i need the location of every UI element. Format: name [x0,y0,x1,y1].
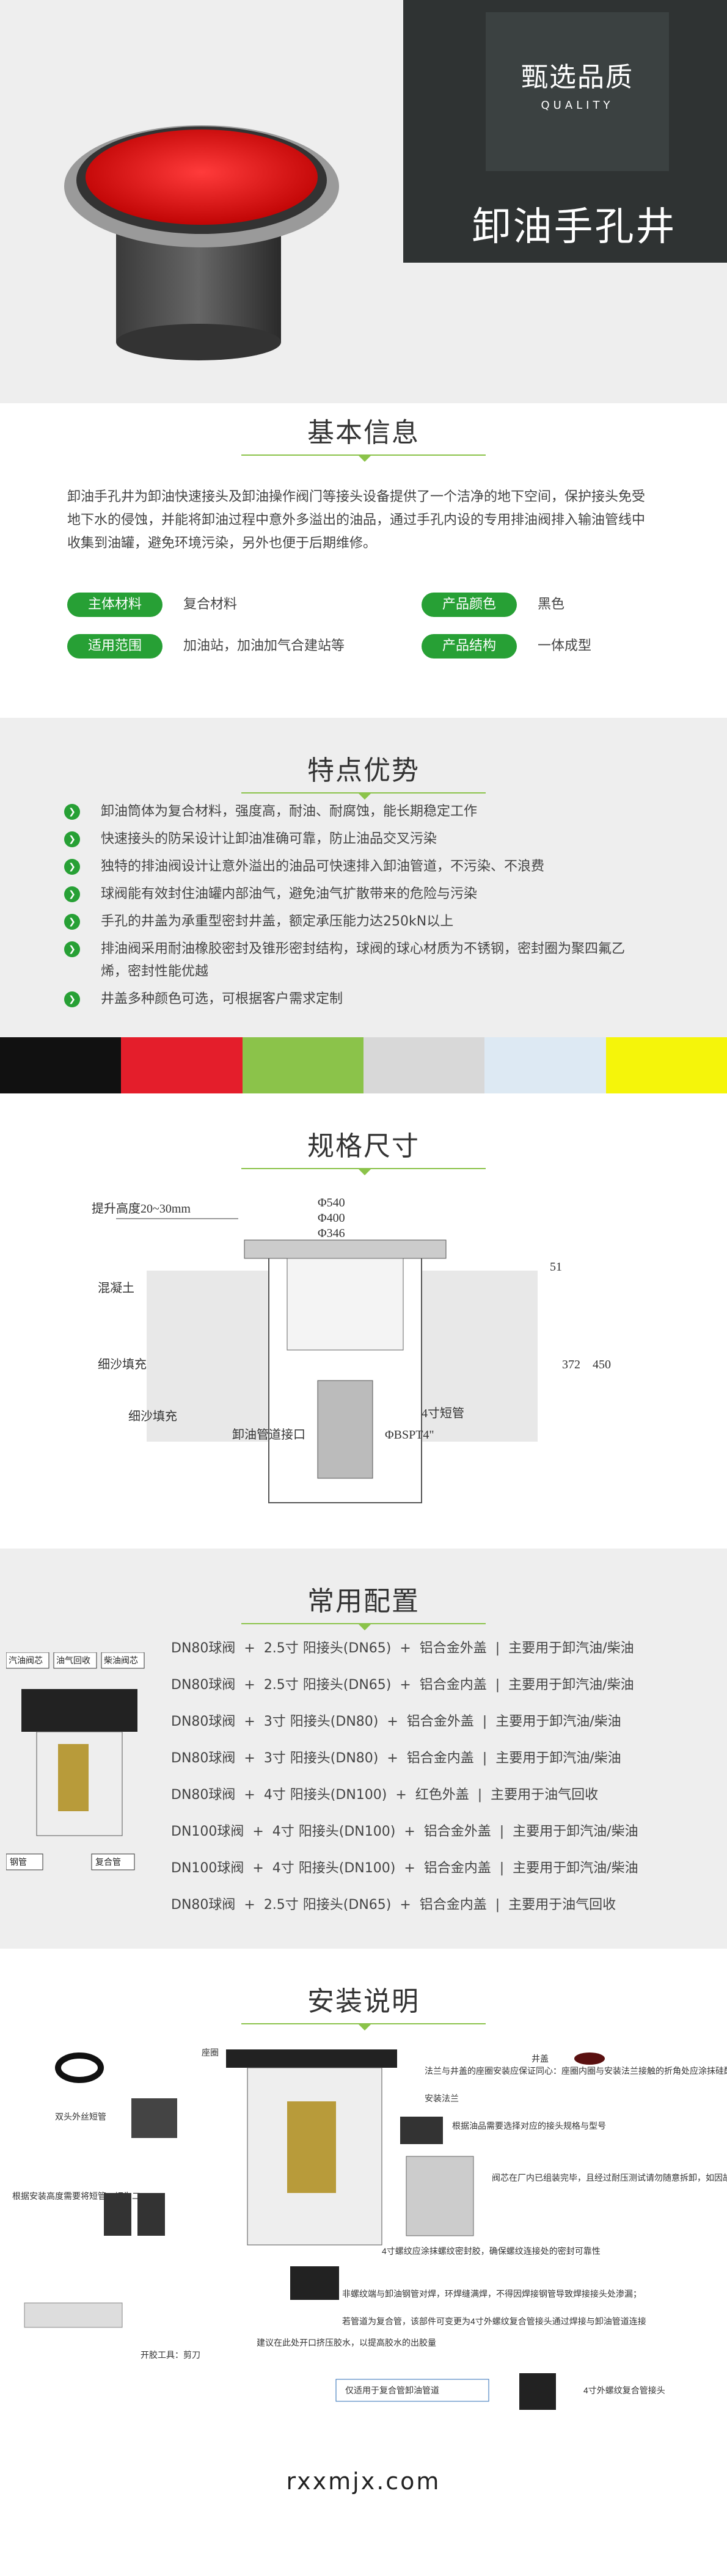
color-swatch [363,1037,485,1093]
tag-scope-value: 加油站，加油加气合建站等 [183,638,345,654]
list-item: ❯手孔的井盖为承重型密封井盖，额定承压能力达250kN以上 [64,910,645,933]
list-item: ❯排油阀采用耐油橡胶密封及锥形密封结构，球阀的球心材质为不锈钢，密封圈为聚四氟乙… [64,938,645,983]
svg-text:油气回收: 油气回收 [56,1655,90,1665]
svg-text:钢管: 钢管 [10,1857,27,1867]
chevron-right-icon: ❯ [64,831,80,847]
svg-text:根据油品需要选择对应的接头规格与型号: 根据油品需要选择对应的接头规格与型号 [452,2121,606,2131]
thread-label: ΦBSPT4" [385,1428,434,1442]
list-item: ❯井盖多种颜色可选，可根据客户需求定制 [64,988,645,1010]
tag-material-value: 复合材料 [183,597,238,612]
table-row: DN100球阀 + 4寸 阳接头(DN100) + 铝合金内盖 | 主要用于卸汽… [171,1861,638,1876]
table-row: DN80球阀 + 3寸 阳接头(DN80) + 铝合金外盖 | 主要用于卸汽油/… [171,1714,621,1729]
dim450-label: 450 [593,1358,611,1371]
basic-info-title: 基本信息 [307,417,420,448]
dim51-label: 51 [550,1260,562,1274]
table-row: DN80球阀 + 4寸 阳接头(DN100) + 红色外盖 | 主要用于油气回收 [171,1787,599,1803]
features-section: 特点优势 ❯卸油筒体为复合材料，强度高，耐油、耐腐蚀，能长期稳定工作 ❯快速接头… [0,718,727,1093]
list-item: ❯卸油筒体为复合材料，强度高，耐油、耐腐蚀，能长期稳定工作 [64,800,645,823]
d400-label: Φ400 [318,1211,345,1225]
svg-text:开胶工具：剪刀: 开胶工具：剪刀 [141,2350,200,2360]
tag-color-value: 黑色 [538,597,565,612]
spec-title: 规格尺寸 [307,1131,420,1162]
quality-badge: 甄选品质 QUALITY [486,12,669,171]
interface-label: 卸油管道接口 [232,1428,305,1442]
svg-text:阀芯在厂内已组装完毕，且经过耐压测试请勿随意拆卸，如因故确实: 阀芯在厂内已组装完毕，且经过耐压测试请勿随意拆卸，如因故确实需要拆卸，请在拆装过… [492,2173,727,2183]
install-title: 安装说明 [307,1986,420,2017]
color-swatch [121,1037,243,1093]
color-swatches [0,1037,727,1093]
svg-text:根据安装高度需要将短管一切为二: 根据安装高度需要将短管一切为二 [12,2191,141,2201]
intro-text: 卸油手孔井为卸油快速接头及卸油操作阀门等接头设备提供了一个洁净的地下空间，保护接… [67,489,646,551]
spec-diagram: 提升高度20~30mm Φ540 Φ400 Φ346 51 372 450 混凝… [92,1196,611,1503]
svg-text:复合管: 复合管 [95,1857,121,1867]
svg-text:4寸外螺纹复合管接头: 4寸外螺纹复合管接头 [583,2385,665,2395]
install-diagram: 双头外丝短管 根据安装高度需要将短管一切为二 开胶工具：剪刀 座圈 井盖 法兰与… [12,2048,727,2410]
color-swatch [0,1037,122,1093]
tag-material: 主体材料 [67,593,163,617]
svg-text:若管道为复合管，该部件可变更为4寸外螺纹复合管接头通过焊接与: 若管道为复合管，该部件可变更为4寸外螺纹复合管接头通过焊接与卸油管道连接 [342,2316,646,2326]
color-swatch [605,1037,727,1093]
tag-scope: 适用范围 [67,634,163,659]
watermark: rxxmjx.com [286,2468,441,2495]
svg-text:4寸螺纹应涂抹螺纹密封胶，确保螺纹连接处的密封可靠性: 4寸螺纹应涂抹螺纹密封胶，确保螺纹连接处的密封可靠性 [382,2246,601,2256]
list-item: ❯快速接头的防呆设计让卸油准确可靠，防止油品交叉污染 [64,828,645,850]
install-section: 安装说明 双头外丝短管 根据安装高度需要将短管一切为二 开胶工具：剪刀 座圈 井… [0,1949,727,2505]
color-swatch [242,1037,364,1093]
svg-text:建议在此处开口挤压胶水，以提高胶水的出胶量: 建议在此处开口挤压胶水，以提高胶水的出胶量 [257,2338,436,2348]
table-row: DN80球阀 + 2.5寸 阳接头(DN65) + 铝合金外盖 | 主要用于卸汽… [171,1641,634,1656]
list-item: ❯独特的排油阀设计让意外溢出的油品可快速排入卸油管道，不污染、不浪费 [64,855,645,878]
svg-text:法兰与井盖的座圈安装应保证同心：座圈内圈与安装法兰接触的折角: 法兰与井盖的座圈安装应保证同心：座圈内圈与安装法兰接触的折角处应涂抹硅酮结构胶； [425,2066,727,2076]
table-row: DN80球阀 + 2.5寸 阳接头(DN65) + 铝合金内盖 | 主要用于卸汽… [171,1677,634,1693]
short-pipe-label: 4寸短管 [422,1406,464,1420]
basic-info-section: 基本信息 卸油手孔井为卸油快速接头及卸油操作阀门等接头设备提供了一个洁净的地下空… [0,403,727,718]
color-swatch [484,1037,606,1093]
config-diagram: 汽油阀芯 油气回收 柴油阀芯 钢管 复合管 [6,1652,145,1870]
quality-title: 甄选品质 [521,62,634,93]
list-item: ❯球阀能有效封住油罐内部油气，避免油气扩散带来的危险与污染 [64,883,645,905]
config-section: 常用配置 汽油阀芯 油气回收 柴油阀芯 钢管 复合管 DN80球阀 + 2.5寸… [0,1549,727,1949]
table-row: DN80球阀 + 3寸 阳接头(DN80) + 铝合金内盖 | 主要用于卸汽油/… [171,1751,621,1766]
chevron-right-icon: ❯ [64,941,80,957]
svg-text:仅适用于复合管卸油管道: 仅适用于复合管卸油管道 [345,2385,439,2395]
d346-label: Φ346 [318,1227,345,1240]
product-image [64,125,339,360]
hero-section: 甄选品质 QUALITY 卸油手孔井 [0,0,727,403]
d540-label: Φ540 [318,1196,345,1210]
spec-section: 规格尺寸 提升高度20~30mm Φ540 Φ400 Φ346 51 372 4… [0,1093,727,1549]
svg-text:座圈: 座圈 [202,2048,219,2057]
chevron-right-icon: ❯ [64,914,80,930]
table-row: DN100球阀 + 4寸 阳接头(DN100) + 铝合金外盖 | 主要用于卸汽… [171,1824,638,1839]
svg-text:安装法兰: 安装法兰 [425,2093,459,2103]
chevron-right-icon: ❯ [64,859,80,875]
table-row: DN80球阀 + 2.5寸 阳接头(DN65) + 铝合金内盖 | 主要用于油气… [171,1897,616,1913]
fine-sand-label-2: 细沙填充 [128,1409,177,1423]
svg-text:非螺纹端与卸油钢管对焊，环焊缝满焊，不得因焊接钢管导致焊接接: 非螺纹端与卸油钢管对焊，环焊缝满焊，不得因焊接钢管导致焊接接头处渗漏； [342,2289,641,2299]
chevron-right-icon: ❯ [64,991,80,1007]
raise-label: 提升高度20~30mm [92,1202,191,1216]
svg-text:双头外丝短管: 双头外丝短管 [55,2112,106,2122]
svg-text:汽油阀芯: 汽油阀芯 [9,1655,43,1665]
dim372-label: 372 [562,1358,580,1371]
concrete-label: 混凝土 [98,1281,134,1295]
tag-color: 产品颜色 [422,593,517,617]
fine-sand-label: 细沙填充 [98,1357,147,1371]
product-title: 卸油手孔井 [472,205,677,250]
tag-structure: 产品结构 [422,634,517,659]
tag-structure-value: 一体成型 [538,638,592,654]
features-title: 特点优势 [307,755,420,786]
feature-list: ❯卸油筒体为复合材料，强度高，耐油、耐腐蚀，能长期稳定工作 ❯快速接头的防呆设计… [64,800,645,1015]
quality-subtitle: QUALITY [541,99,614,112]
svg-text:柴油阀芯: 柴油阀芯 [104,1655,138,1665]
svg-text:井盖: 井盖 [532,2054,549,2063]
chevron-right-icon: ❯ [64,886,80,902]
chevron-right-icon: ❯ [64,804,80,820]
config-title: 常用配置 [307,1586,420,1617]
